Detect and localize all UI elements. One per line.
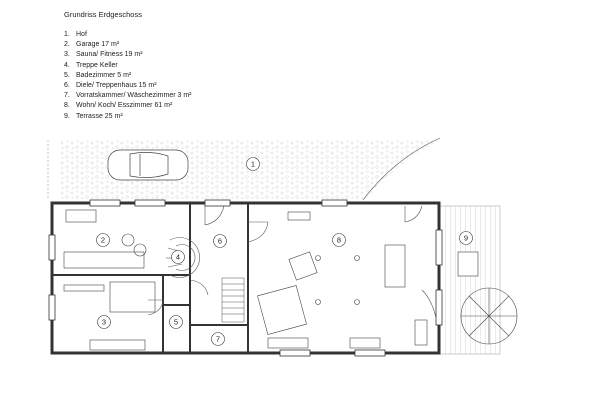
legend-item: 7.Vorratskammer/ Wäschezimmer 3 m² <box>64 92 192 100</box>
svg-text:6: 6 <box>218 237 222 246</box>
legend-item: 3.Sauna/ Fitness 19 m² <box>64 51 143 59</box>
room-marker-8: 8 <box>332 233 346 247</box>
svg-text:3: 3 <box>102 318 106 327</box>
terrace-deck <box>439 205 501 355</box>
room-marker-4: 4 <box>171 250 185 264</box>
svg-text:7: 7 <box>216 335 220 344</box>
legend-item: 8.Wohn/ Koch/ Esszimmer 61 m² <box>64 102 173 110</box>
svg-text:4: 4 <box>176 253 180 262</box>
windows <box>48 199 443 357</box>
room-marker-1: 1 <box>246 157 260 171</box>
room-marker-5: 5 <box>169 315 183 329</box>
legend-item: 2.Garage 17 m² <box>64 41 120 49</box>
legend-item: 5.Badezimmer 5 m² <box>64 71 132 79</box>
parasol-icon <box>460 287 518 345</box>
terrace-table <box>457 251 479 277</box>
living-furniture <box>257 211 428 349</box>
garage-furniture <box>63 209 147 269</box>
svg-text:1: 1 <box>251 160 255 169</box>
doors <box>147 205 437 319</box>
svg-text:9: 9 <box>464 234 468 243</box>
staircase <box>221 277 245 323</box>
legend-item: 1.Hof <box>64 31 87 38</box>
plan-title: Grundriss Erdgeschoss <box>64 10 142 19</box>
exterior-walls <box>50 201 441 355</box>
fitness-furniture <box>63 281 156 351</box>
svg-text:2: 2 <box>101 236 105 245</box>
courtyard-arc <box>362 137 441 201</box>
room-marker-7: 7 <box>211 332 225 346</box>
room-marker-9: 9 <box>459 231 473 245</box>
svg-text:8: 8 <box>337 236 341 245</box>
interior-walls <box>52 203 249 353</box>
legend-item: 6.Diele/ Treppenhaus 15 m² <box>64 82 157 90</box>
svg-text:5: 5 <box>174 318 178 327</box>
car-icon <box>107 149 189 181</box>
room-marker-2: 2 <box>96 233 110 247</box>
room-marker-6: 6 <box>213 234 227 248</box>
spiral-stair <box>166 237 200 278</box>
legend-item: 4.Treppe Keller <box>64 61 118 69</box>
ceiling-lights <box>315 255 360 305</box>
room-marker-3: 3 <box>97 315 111 329</box>
room-legend: 1.Hof 2.Garage 17 m² 3.Sauna/ Fitness 19… <box>64 30 192 122</box>
legend-item: 9.Terrasse 25 m² <box>64 112 123 120</box>
